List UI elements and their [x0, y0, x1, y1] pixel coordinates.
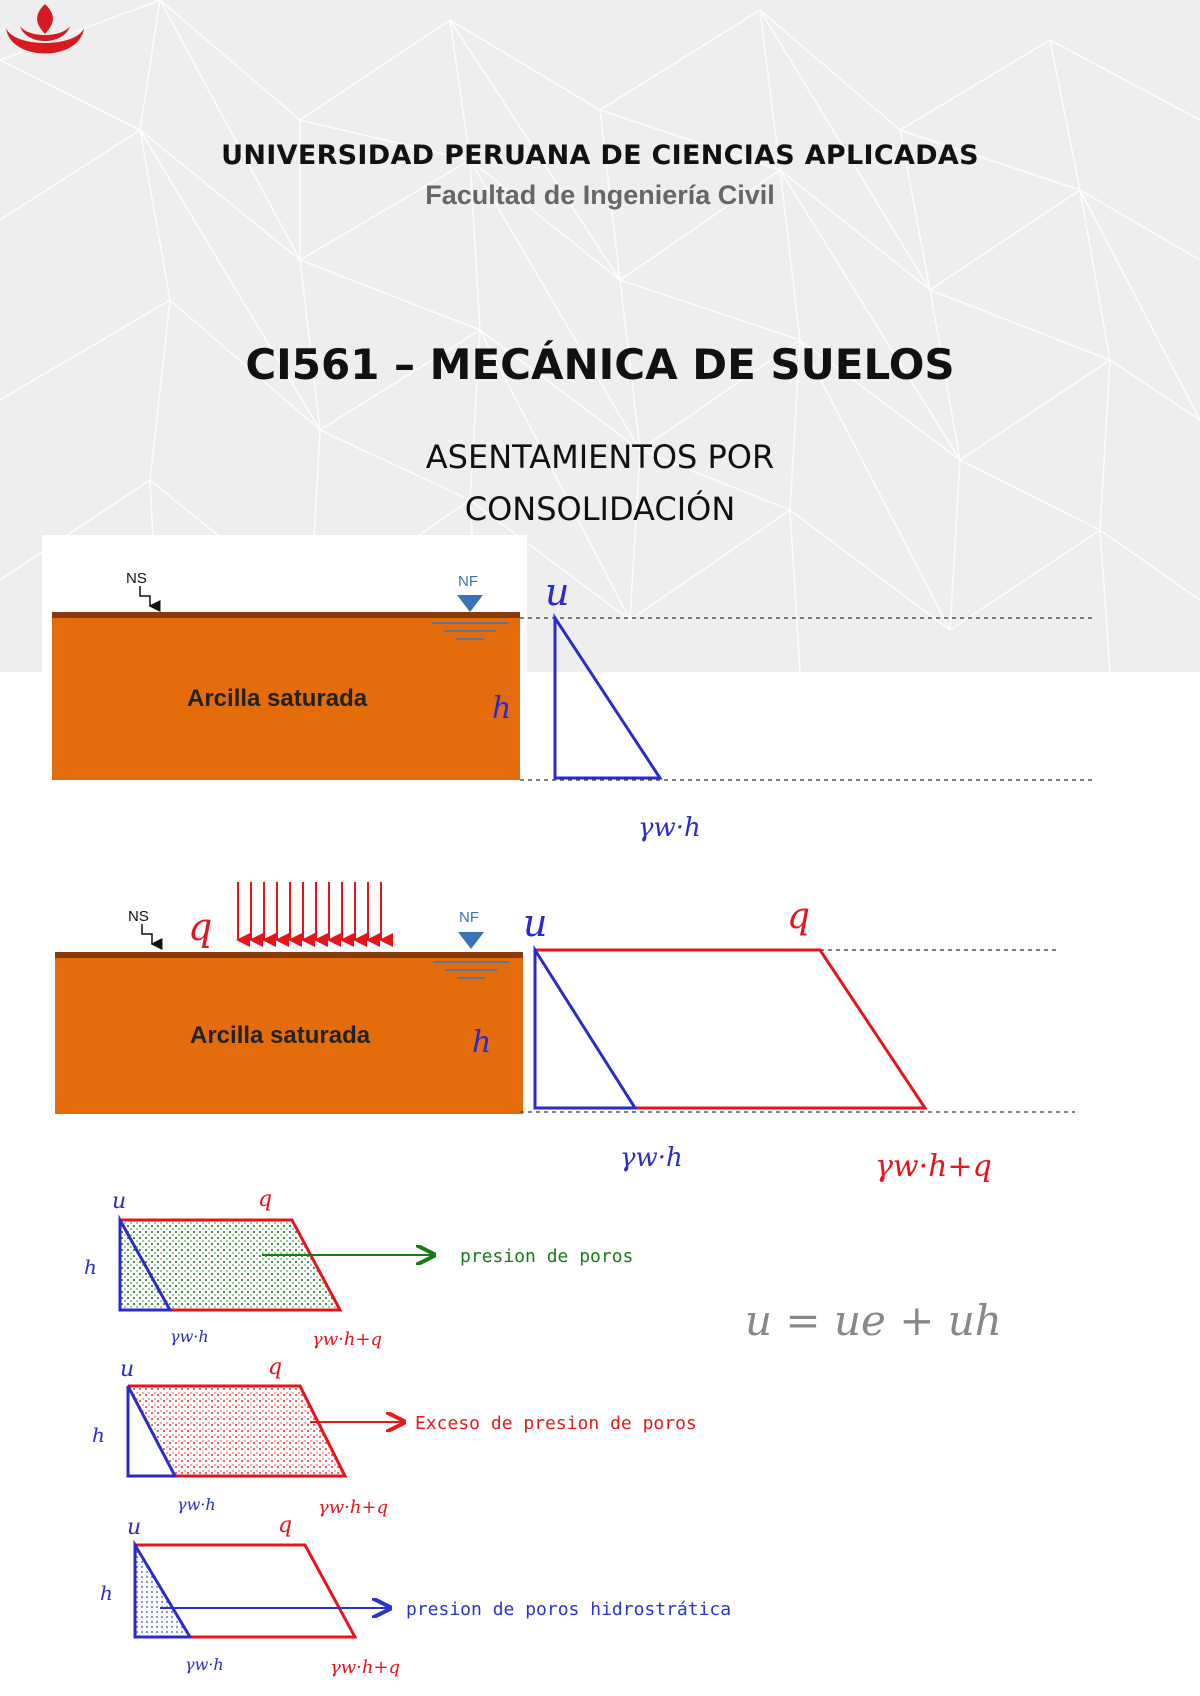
small-diagram-1: u h q γw·h γw·h+q presion de poros — [84, 1187, 633, 1350]
q-label-2: q — [787, 896, 810, 937]
university-name: UNIVERSIDAD PERUANA DE CIENCIAS APLICADA… — [221, 140, 979, 171]
small-diagram-3: u h q γw·h γw·h+q presion de poros hidro… — [100, 1513, 731, 1678]
u-label-s2: u — [120, 1357, 134, 1382]
u-label-2: u — [523, 901, 547, 945]
small-diagram-2: u h q γw·h γw·h+q Exceso de presion de p… — [92, 1355, 697, 1518]
nf-label: NF — [458, 573, 478, 590]
total-label-s2: γw·h+q — [318, 1497, 388, 1518]
arrow-label-s1: presion de poros — [460, 1246, 633, 1267]
load-q-label: q — [188, 905, 212, 949]
h-label-s2: h — [92, 1423, 105, 1447]
faculty-name: Facultad de Ingeniería Civil — [425, 180, 775, 210]
ground-surface-2 — [55, 952, 523, 958]
soil-layer-2 — [55, 952, 523, 1114]
h-label-s1: h — [84, 1255, 97, 1279]
diagram-1: NS NF Arcilla saturada h u γw·h — [42, 535, 1095, 843]
ground-surface — [52, 612, 520, 618]
ns-label: NS — [126, 570, 147, 587]
pore-pressure-equation: u = ue + uh — [745, 1296, 1002, 1345]
total-pressure-trapezoid — [535, 948, 928, 1110]
total-label-s3: γw·h+q — [330, 1657, 400, 1678]
base-label-s2: γw·h — [177, 1495, 216, 1514]
ns-arrow-2 — [141, 924, 163, 950]
subtitle-line-1: ASENTAMIENTOS POR — [425, 438, 775, 476]
q-label-s3: q — [278, 1513, 292, 1538]
base-label-2: γw·h — [620, 1143, 683, 1173]
h-label: h — [492, 691, 511, 726]
diagram-2: NS NF Arcilla saturada h q u q γw — [55, 882, 1075, 1184]
arrow-label-s3: presion de poros hidrostrática — [406, 1599, 731, 1620]
water-table-icon-2 — [458, 932, 484, 949]
hydrostatic-triangle — [553, 612, 663, 780]
h-label-s3: h — [100, 1581, 113, 1605]
base-label-s3: γw·h — [185, 1655, 224, 1674]
soil-label-2: Arcilla saturada — [190, 1022, 371, 1049]
geometric-pattern — [0, 0, 1200, 672]
ns-arrow — [139, 586, 161, 612]
university-logo — [6, 4, 84, 54]
soil-label: Arcilla saturada — [187, 685, 368, 712]
distributed-load-arrows — [236, 882, 393, 947]
hydrostatic-triangle-2 — [533, 944, 638, 1110]
u-label-s3: u — [127, 1515, 141, 1540]
q-label-s1: q — [258, 1187, 272, 1212]
base-label: γw·h — [638, 813, 701, 843]
total-base-label-2: γw·h+q — [875, 1149, 992, 1184]
total-label-s1: γw·h+q — [312, 1329, 382, 1350]
soil-layer — [52, 612, 520, 780]
water-table-icon — [457, 595, 483, 612]
base-label-s1: γw·h — [170, 1327, 209, 1346]
nf-label-2: NF — [459, 909, 479, 926]
h-label-2: h — [472, 1025, 491, 1060]
course-title: CI561 – MECÁNICA DE SUELOS — [245, 340, 955, 389]
u-label-s1: u — [112, 1189, 126, 1214]
u-label: u — [545, 570, 569, 614]
subtitle-line-2: CONSOLIDACIÓN — [464, 490, 736, 528]
q-label-s2: q — [268, 1355, 282, 1380]
ns-label-2: NS — [128, 908, 149, 925]
arrow-label-s2: Exceso de presion de poros — [415, 1413, 697, 1434]
